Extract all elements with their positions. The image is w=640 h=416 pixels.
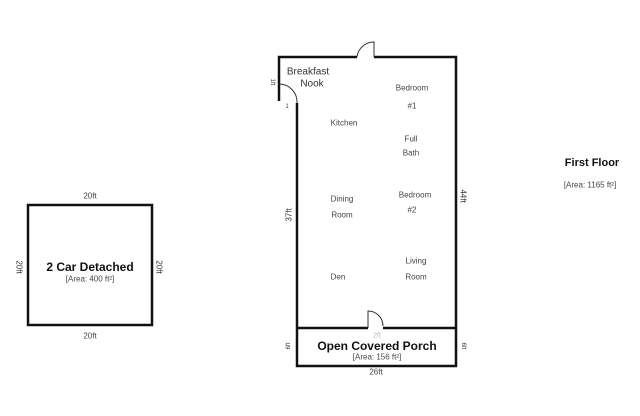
- garage-right-dim: 20ft: [154, 260, 164, 274]
- first-floor-area: [Area: 1165 ft²]: [563, 180, 617, 190]
- room-bedroom-1-num: #1: [407, 101, 417, 111]
- garage-bottom-dim: 20ft: [83, 331, 97, 341]
- room-dining-2: Room: [331, 210, 353, 220]
- garage-area: [Area: 400 ft²]: [65, 274, 115, 284]
- porch-area: [Area: 156 ft²]: [352, 352, 402, 362]
- room-full-bath-2: Bath: [402, 148, 420, 158]
- room-full-bath: Full: [404, 134, 418, 144]
- first-floor-walls: [277, 55, 458, 368]
- notch-dim-2: 1: [285, 104, 289, 110]
- room-bedroom-1: Bedroom: [395, 83, 429, 93]
- room-breakfast-nook: Breakfast: [286, 66, 330, 78]
- porch-door-dim: 2ft: [373, 332, 381, 340]
- notch-dim: 1ft: [269, 78, 275, 86]
- porch-right-dim: 6ft: [460, 342, 466, 350]
- room-living-2: Room: [405, 272, 427, 282]
- porch-label: Open Covered Porch: [317, 339, 437, 353]
- room-bedroom-2: Bedroom: [398, 190, 432, 200]
- porch-door-arc: [367, 310, 384, 328]
- room-kitchen: Kitchen: [330, 118, 358, 128]
- first-floor-title: First Floor: [564, 157, 620, 169]
- porch-bottom-dim: 26ft: [369, 367, 383, 377]
- room-bedroom-2-num: #2: [407, 205, 417, 215]
- room-dining: Dining: [330, 194, 354, 204]
- garage-left-dim: 20ft: [14, 260, 24, 274]
- garage-walls: [26, 203, 154, 327]
- room-breakfast-nook-2: Nook: [300, 78, 324, 90]
- room-living: Living: [405, 256, 427, 266]
- side-door-arc: [278, 83, 298, 104]
- top-door-arc: [356, 41, 375, 58]
- garage-label: 2 Car Detached: [46, 260, 134, 274]
- room-den: Den: [330, 272, 346, 282]
- porch-left-dim: 6ft: [286, 342, 292, 350]
- left-wall-dim: 37ft: [284, 208, 294, 222]
- garage-top-dim: 20ft: [83, 191, 97, 201]
- right-wall-dim: 44ft: [458, 189, 468, 203]
